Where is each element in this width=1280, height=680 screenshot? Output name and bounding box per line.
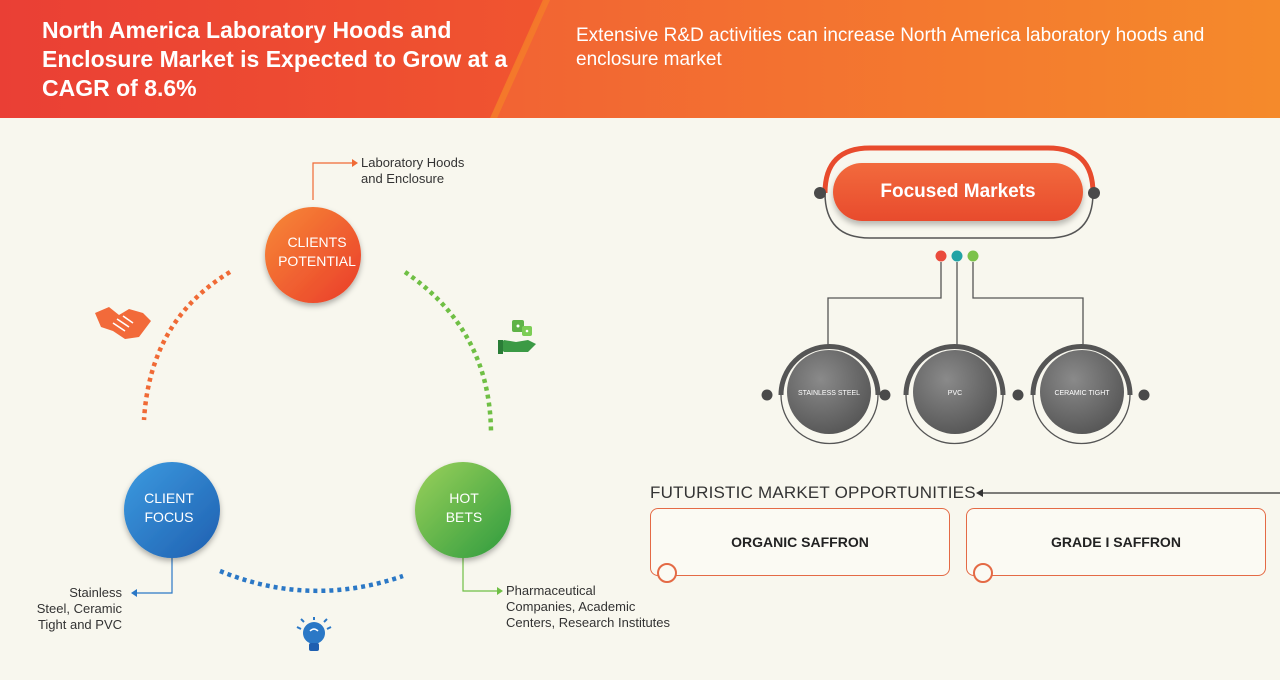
handshake-icon — [95, 307, 151, 339]
arc-blue — [219, 568, 404, 594]
arrowhead-icon — [352, 159, 358, 167]
client-focus-circle — [124, 462, 220, 558]
opportunity-label: ORGANIC SAFFRON — [731, 534, 869, 550]
client-focus-label-2: FOCUS — [145, 509, 194, 525]
page-subtitle: Extensive R&D activities can increase No… — [576, 25, 1205, 70]
lightbulb-icon — [296, 617, 332, 651]
hot-bets-circle — [415, 462, 511, 558]
arrowhead-icon — [497, 587, 503, 595]
clients-potential-label-1: CLIENTS — [287, 234, 346, 250]
header-banner: North America Laboratory Hoods and Enclo… — [0, 0, 1280, 118]
annotation-line: Steel, Ceramic — [36, 601, 122, 616]
market-label-stainless: STAINLESS STEEL — [798, 390, 860, 397]
opportunity-box-organic: ORGANIC SAFFRON — [650, 508, 950, 583]
pill-dot-right — [1088, 187, 1100, 199]
arrowhead-icon — [131, 589, 137, 597]
clients-potential-label-2: POTENTIAL — [278, 253, 356, 269]
annotation-line: Centers, Research Institutes — [506, 615, 671, 630]
hot-bets-annotation: Pharmaceutical Companies, Academic Cente… — [506, 583, 670, 631]
market-circle-stainless — [761, 344, 891, 445]
market-label-pvc: PVC — [948, 390, 962, 397]
ring-icon — [973, 563, 993, 583]
focused-markets-button: Focused Markets — [833, 163, 1083, 221]
hot-bets-label-2: BETS — [446, 509, 483, 525]
client-focus-annotation: Stainless Steel, Ceramic Tight and PVC — [10, 585, 122, 633]
arrowhead-icon — [976, 489, 983, 497]
connector-client-focus — [136, 545, 173, 594]
market-circle-ceramic — [1030, 344, 1150, 445]
opportunity-box-grade: GRADE I SAFFRON — [966, 508, 1266, 583]
annotation-line: Tight and PVC — [37, 617, 122, 632]
connector-dot-red — [935, 250, 947, 262]
clients-potential-circle — [265, 207, 361, 303]
connector-hot-bets — [462, 545, 498, 592]
annotation-line: and Enclosure — [361, 171, 445, 186]
page-title: North America Laboratory Hoods and Enclo… — [42, 17, 508, 101]
arc-orange — [141, 270, 232, 421]
annotation-line: Pharmaceutical — [506, 583, 596, 598]
market-circle-pvc — [903, 344, 1024, 445]
connector-dot-teal — [951, 250, 963, 262]
ring-icon — [657, 563, 677, 583]
header-wedge — [0, 0, 545, 118]
clients-potential-annotation: Laboratory Hoods and Enclosure — [361, 155, 464, 187]
diagram-svg: CLIENTS POTENTIAL CLIENT FOCUS HOT BETS — [95, 145, 1280, 651]
hot-bets-label-1: HOT — [449, 490, 479, 506]
diagram-area: CLIENTS POTENTIAL CLIENT FOCUS HOT BETS — [0, 118, 1280, 680]
focused-markets-outline-bottom — [824, 192, 1094, 239]
arc-green — [403, 270, 494, 433]
opportunity-label: GRADE I SAFFRON — [1051, 534, 1181, 550]
connector-dot-green — [967, 250, 979, 262]
annotation-line: Laboratory Hoods — [361, 155, 465, 170]
market-label-ceramic: CERAMIC TIGHT — [1054, 390, 1110, 397]
tree-line-left — [827, 262, 942, 348]
annotation-line: Companies, Academic — [506, 599, 636, 614]
dice-hand-icon — [498, 320, 536, 354]
connector-clients-potential — [312, 162, 352, 200]
futuristic-heading: FUTURISTIC MARKET OPPORTUNITIES — [650, 483, 976, 502]
pill-dot-left — [814, 187, 826, 199]
focused-markets-outline-top — [822, 145, 1096, 194]
annotation-line: Stainless — [69, 585, 122, 600]
client-focus-label-1: CLIENT — [144, 490, 194, 506]
tree-line-right — [972, 262, 1084, 348]
